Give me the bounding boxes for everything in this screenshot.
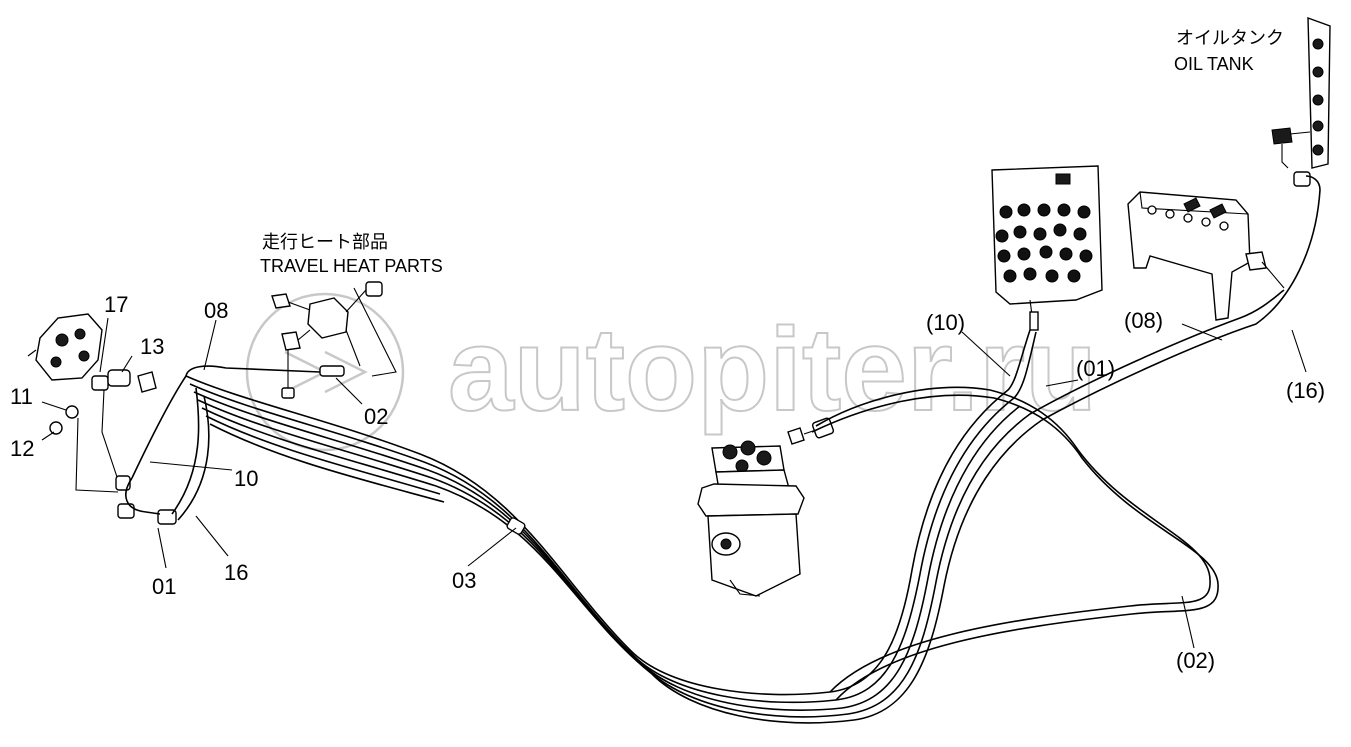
callout-labels: オイルタンク OIL TANK 走行ヒート部品 TRAVEL HEAT PART…: [10, 28, 1325, 673]
oil-tank-label-en: OIL TANK: [1174, 54, 1254, 74]
travel-heat-label-en: TRAVEL HEAT PARTS: [260, 256, 443, 276]
callout-01: 01: [152, 574, 176, 599]
callout-ref-01: (01): [1076, 356, 1115, 381]
callout-17: 17: [104, 292, 128, 317]
oil-tank-label-jp: オイルタンク: [1176, 28, 1284, 49]
watermark-text: autopiter.ru: [448, 304, 1097, 436]
callout-ref-16: (16): [1286, 378, 1325, 403]
callout-13: 13: [140, 334, 164, 359]
control-valve: [991, 165, 1103, 331]
leader-lines: [41, 317, 1307, 649]
callout-ref-02: (02): [1176, 648, 1215, 673]
callout-ref-08: (08): [1124, 308, 1163, 333]
travel-heat-label-jp: 走行ヒート部品: [262, 232, 388, 253]
watermark-logo-icon: [245, 292, 405, 452]
manifold-block: [1127, 191, 1285, 321]
callout-08: 08: [204, 298, 228, 323]
callout-12: 12: [10, 436, 34, 461]
callout-11: 11: [10, 384, 33, 409]
swivel-joint: [697, 417, 835, 597]
travel-heat-parts: [271, 281, 397, 399]
callout-02: 02: [364, 404, 388, 429]
callout-16: 16: [224, 560, 248, 585]
callout-10: 10: [234, 466, 258, 491]
callout-03: 03: [452, 568, 476, 593]
watermark: autopiter.ru: [245, 292, 1098, 452]
oil-tank: [1271, 16, 1331, 187]
hose-bundle: [125, 175, 1321, 724]
callout-ref-10: (10): [926, 310, 965, 335]
